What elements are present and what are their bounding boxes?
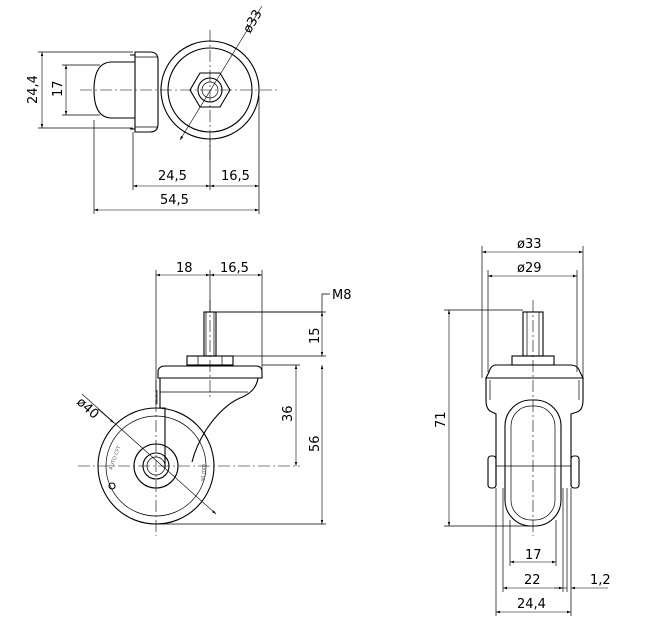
dimension-label: 24,5 xyxy=(158,169,187,184)
dimension-label: 17 xyxy=(51,80,66,97)
wheel-marking: AUTO CFT xyxy=(108,444,123,470)
dimension-label: ø40 xyxy=(73,395,101,423)
dimension-label: 16,5 xyxy=(221,169,250,184)
dimension-label: 24,4 xyxy=(26,75,41,104)
dimension-label: 1,2 xyxy=(590,573,611,588)
thread-label: M8 xyxy=(332,288,352,303)
dimension-label: 71 xyxy=(434,411,449,428)
dimension-label: 56 xyxy=(308,435,323,452)
wheel-marking: 40 mm xyxy=(201,464,207,482)
dimension-label: 18 xyxy=(176,261,193,276)
dimension-label: ø29 xyxy=(517,261,542,276)
dimension-label: 15 xyxy=(308,327,323,344)
side-view: AUTO CFT 40 mm 18 16,5 M8 15 36 56 ø40 xyxy=(73,261,352,536)
dimension-label: 22 xyxy=(524,573,541,588)
dimension-label: ø33 xyxy=(240,7,265,36)
dimension-label: 36 xyxy=(281,405,296,422)
dimension-label: 16,5 xyxy=(220,261,249,276)
dimension-label: ø33 xyxy=(517,237,542,252)
dimension-label: 24,4 xyxy=(517,597,546,612)
dimension-label: 54,5 xyxy=(160,193,189,208)
front-view: ø33 ø29 71 17 22 24,4 1,2 xyxy=(434,237,611,616)
dimension-label: 17 xyxy=(525,548,542,563)
top-view: ø33 24,4 17 24,5 16,5 54,5 xyxy=(26,5,278,214)
